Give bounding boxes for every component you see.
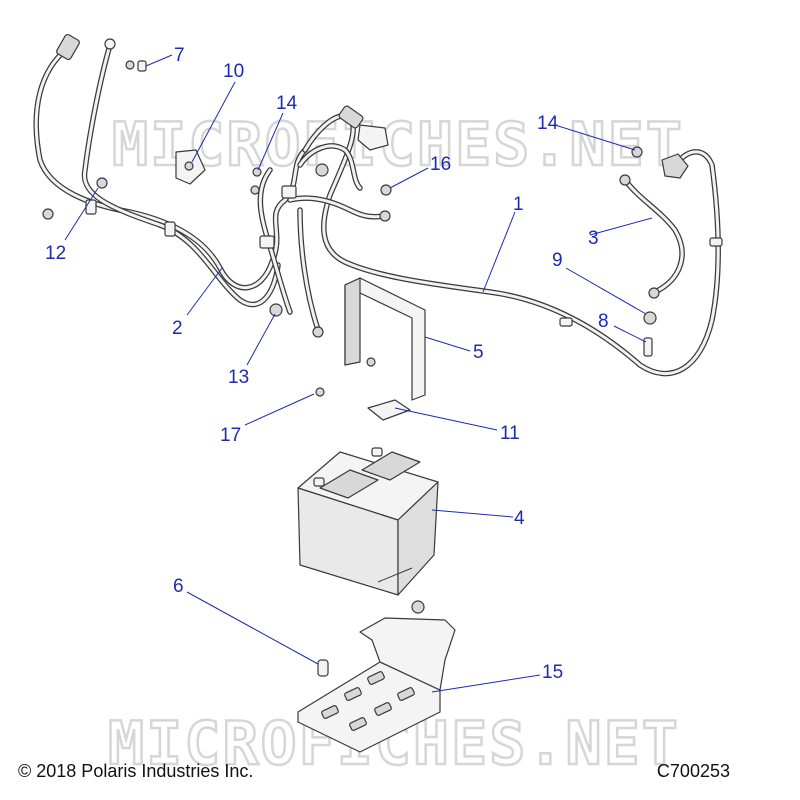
callout-14-left: 14 [276, 93, 298, 114]
callout-17: 17 [220, 425, 241, 446]
callout-3: 3 [588, 228, 599, 249]
callout-14-right: 14 [537, 113, 559, 134]
callout-7: 7 [174, 45, 185, 66]
callout-11: 11 [500, 423, 520, 444]
leader-lines [64, 54, 653, 693]
callout-6: 6 [173, 576, 184, 597]
callout-13: 13 [228, 367, 249, 388]
callout-8: 8 [598, 311, 609, 332]
callout-12: 12 [45, 243, 66, 264]
copyright-notice: © 2018 Polaris Industries Inc. [18, 761, 254, 781]
relay-bracket [175, 149, 206, 185]
fasteners [42, 60, 657, 677]
callout-9: 9 [552, 250, 563, 271]
callout-16: 16 [430, 154, 451, 175]
callout-10: 10 [223, 61, 244, 82]
battery-cable-short [619, 174, 685, 299]
battery-tray [297, 617, 456, 753]
callout-4: 4 [514, 508, 525, 529]
callout-15: 15 [542, 662, 563, 683]
battery [297, 447, 439, 596]
watermark-top: MICROFICHES.NET [112, 110, 684, 180]
hold-down-bracket [344, 277, 426, 401]
callouts: 7 10 14 14 16 1 3 9 8 12 2 13 5 17 11 4 … [45, 45, 609, 683]
callout-1: 1 [513, 194, 524, 215]
callout-2: 2 [172, 318, 183, 339]
drawing-number: C700253 [656, 761, 730, 781]
callout-5: 5 [473, 342, 484, 363]
wire-harness [33, 33, 723, 377]
battery-pad [367, 399, 411, 421]
